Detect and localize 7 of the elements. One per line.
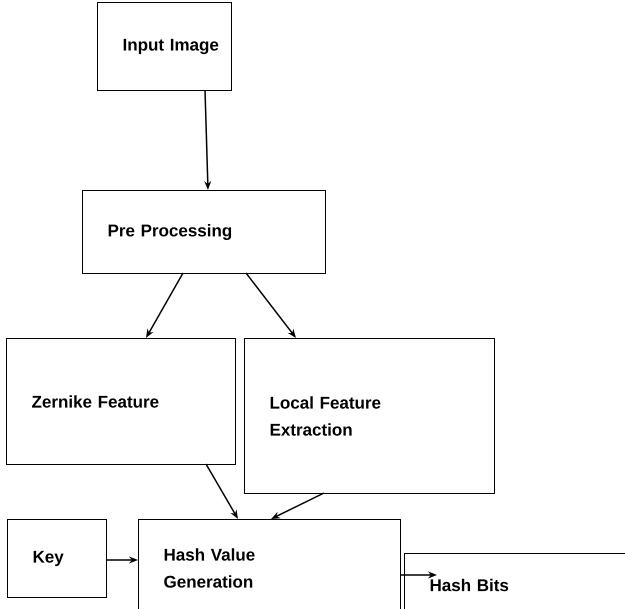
process-box: Hash Bits: [404, 553, 625, 609]
process-box: Hash Value Generation: [138, 519, 401, 609]
process-box: Local Feature Extraction: [244, 338, 495, 494]
process-box: Input Image: [97, 2, 232, 91]
process-box: Pre Processing: [82, 190, 326, 274]
process-box: Zernike Feature: [6, 338, 236, 465]
process-box: Key: [7, 519, 107, 598]
